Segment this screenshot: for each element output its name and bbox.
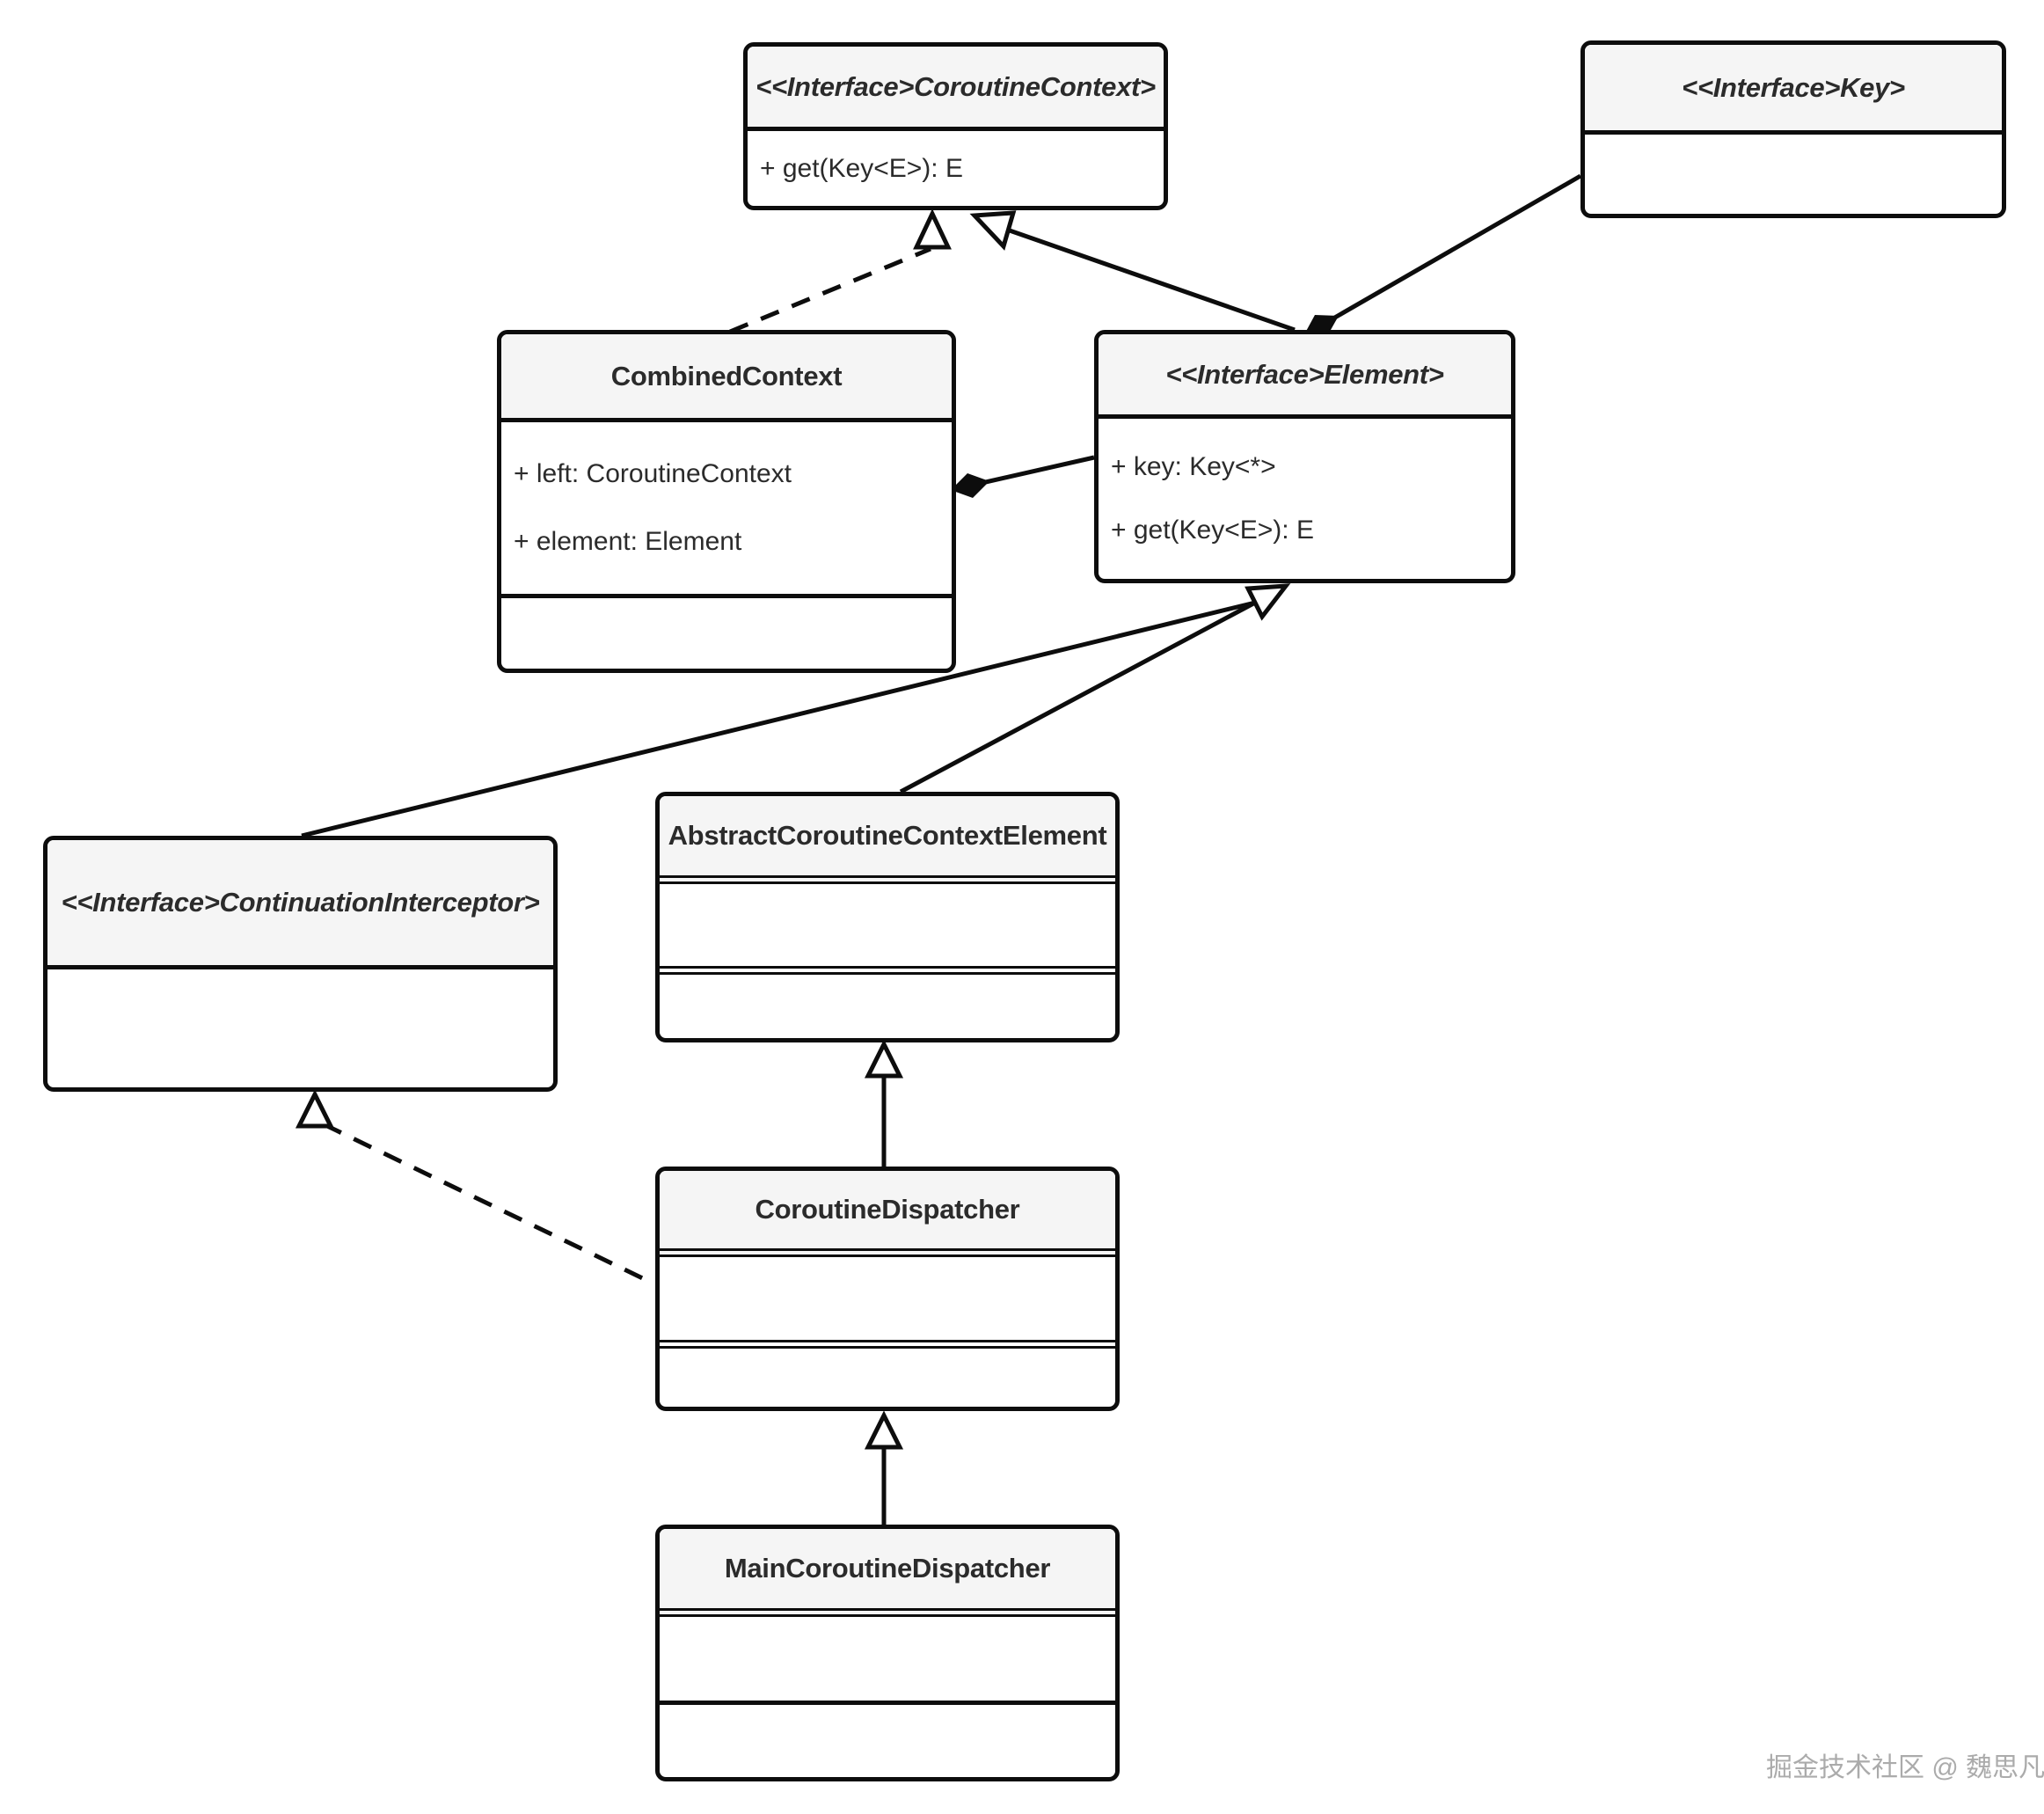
- class-box-coroutinedispatcher: CoroutineDispatcher: [655, 1167, 1120, 1411]
- class-methods-section-empty: [660, 1701, 1115, 1777]
- class-box-coroutinecontext: <<Interface>CoroutineContext> + get(Key<…: [743, 42, 1168, 210]
- class-member: + element: Element: [514, 526, 742, 556]
- class-header: <<Interface>ContinuationInterceptor>: [47, 840, 553, 969]
- class-methods-section-empty: [501, 594, 952, 669]
- class-members-section-empty: [47, 969, 553, 1087]
- class-members-section: + key: Key<*> + get(Key<E>): E: [1099, 419, 1511, 579]
- hollow-triangle-arrowhead-icon: [864, 1039, 904, 1079]
- edge-combinedcontext-realizes-coroutinecontext: [729, 246, 931, 334]
- hollow-triangle-arrowhead-icon: [1245, 583, 1291, 621]
- class-member: + get(Key<E>): E: [1111, 516, 1314, 545]
- class-header: CombinedContext: [501, 334, 952, 422]
- edge-element-extends-coroutinecontext: [1006, 227, 1296, 333]
- class-title: <<Interface>Element>: [1165, 358, 1444, 390]
- class-box-continuationinterceptor: <<Interface>ContinuationInterceptor>: [43, 836, 558, 1092]
- hollow-triangle-arrowhead-icon: [295, 1089, 335, 1129]
- class-methods-section-empty: [660, 966, 1115, 1038]
- class-title: <<Interface>Key>: [1682, 71, 1905, 103]
- class-header: AbstractCoroutineContextElement: [660, 796, 1115, 884]
- class-box-combinedcontext: CombinedContext + left: CoroutineContext…: [497, 330, 956, 673]
- edge-abstractelement-extends-element: [899, 600, 1257, 794]
- class-members-section-empty: [1585, 135, 2002, 214]
- class-member: + left: CoroutineContext: [514, 459, 792, 489]
- class-title: CoroutineDispatcher: [755, 1194, 1020, 1225]
- class-header: CoroutineDispatcher: [660, 1171, 1115, 1257]
- class-box-maincoroutinedispatcher: MainCoroutineDispatcher: [655, 1525, 1120, 1781]
- class-title: MainCoroutineDispatcher: [724, 1553, 1051, 1584]
- filled-diamond-composition-icon: [951, 473, 989, 498]
- watermark-text: 掘金技术社区 @ 魏思凡: [1766, 1753, 2044, 1782]
- hollow-triangle-arrowhead-icon: [913, 208, 952, 250]
- class-title: <<Interface>CoroutineContext>: [756, 70, 1156, 102]
- class-methods-section-empty: [660, 1340, 1115, 1407]
- hollow-triangle-arrowhead-icon: [864, 1410, 904, 1450]
- class-title: CombinedContext: [610, 360, 843, 391]
- class-header: MainCoroutineDispatcher: [660, 1529, 1115, 1617]
- class-members-section-empty: [660, 884, 1115, 966]
- class-member: + get(Key<E>): E: [760, 153, 963, 183]
- edge-combinedcontext-composes-element: [969, 455, 1095, 488]
- class-box-key: <<Interface>Key>: [1580, 40, 2006, 218]
- edge-element-composes-key: [1319, 173, 1582, 328]
- class-members-section: + left: CoroutineContext + element: Elem…: [501, 422, 952, 594]
- class-header: <<Interface>Element>: [1099, 334, 1511, 419]
- class-box-element: <<Interface>Element> + key: Key<*> + get…: [1094, 330, 1515, 583]
- class-header: <<Interface>Key>: [1585, 45, 2002, 135]
- class-members-section-empty: [660, 1257, 1115, 1340]
- edge-continuationinterceptor-extends-element: [301, 600, 1256, 838]
- hollow-triangle-arrowhead-icon: [969, 210, 1017, 251]
- class-box-abstractcoroutinecontextelement: AbstractCoroutineContextElement: [655, 792, 1120, 1042]
- class-title: AbstractCoroutineContextElement: [668, 820, 1107, 851]
- edge-coroutinedispatcher-realizes-continuationinterceptor: [322, 1122, 653, 1285]
- class-members-section: + get(Key<E>): E: [748, 131, 1164, 206]
- class-title: <<Interface>ContinuationInterceptor>: [61, 887, 540, 918]
- class-header: <<Interface>CoroutineContext>: [748, 47, 1164, 131]
- class-member: + key: Key<*>: [1111, 452, 1276, 481]
- class-members-section-empty: [660, 1617, 1115, 1701]
